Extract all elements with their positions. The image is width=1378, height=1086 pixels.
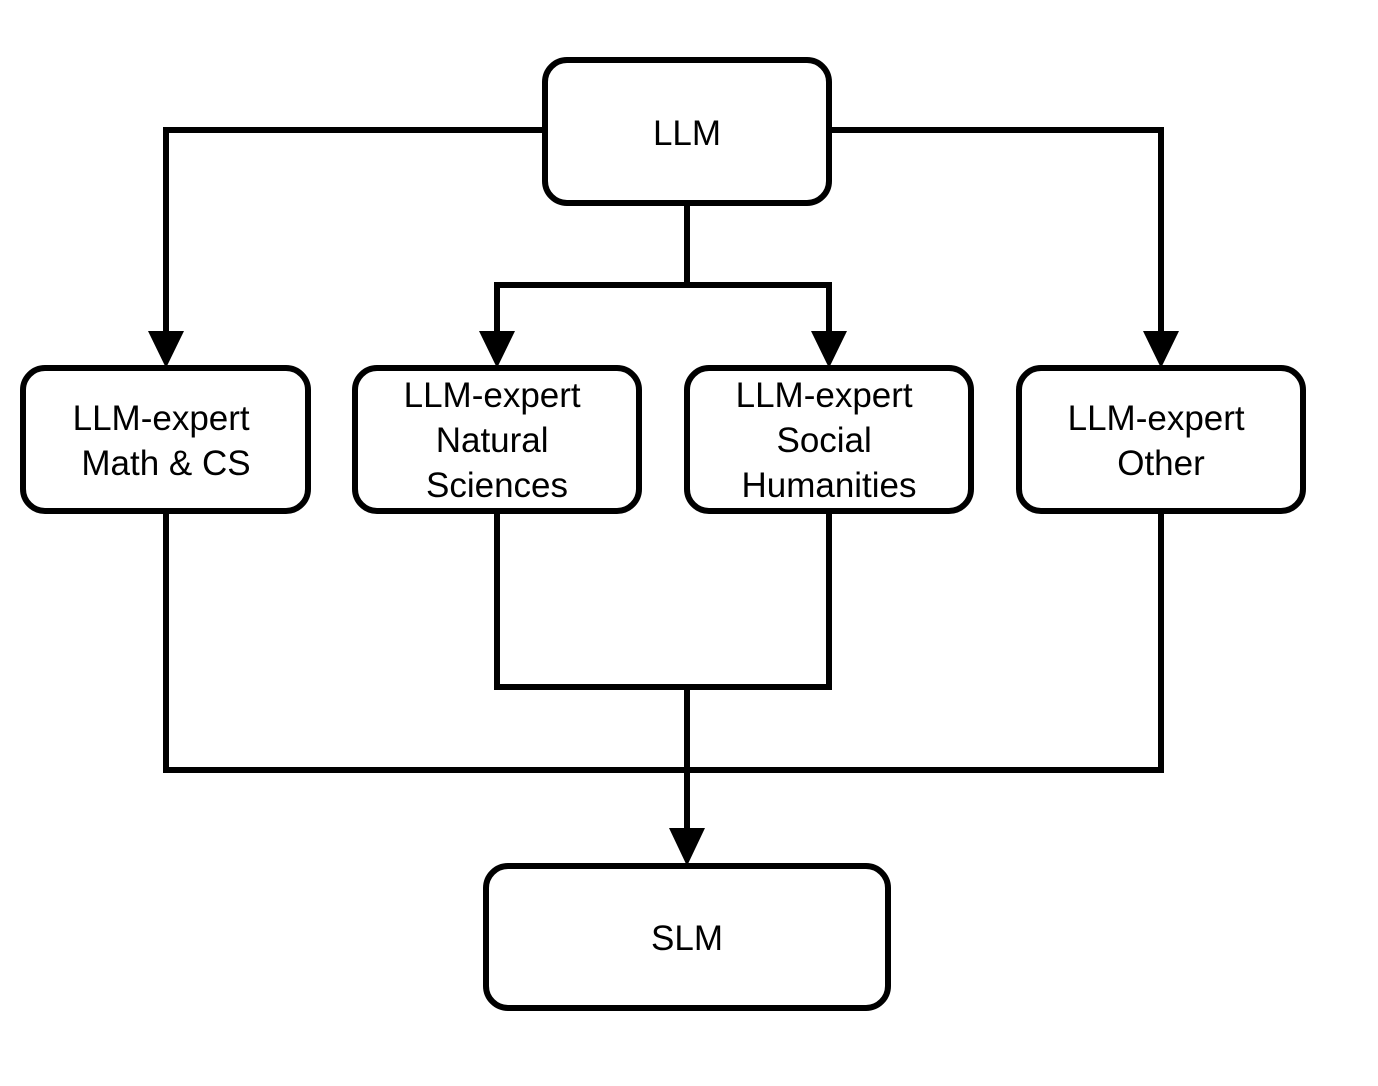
arrowheads	[148, 331, 1179, 866]
arrowhead-other	[1143, 331, 1179, 368]
arrowhead-math-cs	[148, 331, 184, 368]
node-llm-box	[542, 57, 832, 206]
node-social-humanities-label: LLM-expert Social Humanities	[736, 376, 923, 505]
edge-llm-to-social-humanities	[687, 282, 832, 338]
edge-llm-to-natural-sciences	[494, 282, 687, 338]
node-math-cs-label: LLM-expert Math & CS	[73, 399, 260, 483]
node-social-humanities: LLM-expert Social Humanities	[684, 365, 974, 514]
node-social-humanities-box	[684, 365, 974, 514]
node-llm: LLM	[542, 57, 832, 206]
edge-llm-to-math-cs	[163, 127, 545, 338]
node-math-cs-box	[20, 365, 311, 514]
node-natural-sciences: LLM-expert Natural Sciences	[352, 365, 642, 514]
node-slm: SLM	[483, 863, 891, 1011]
node-other: LLM-expert Other	[1016, 365, 1306, 514]
node-natural-sciences-label: LLM-expert Natural Sciences	[404, 376, 591, 505]
edge-other-to-merge	[687, 511, 1164, 773]
arrowhead-natural-sciences	[479, 331, 515, 368]
node-slm-box	[483, 863, 891, 1011]
edge-math-cs-to-merge	[163, 511, 687, 773]
arrowhead-social-humanities	[811, 331, 847, 368]
edge-natural-social-merge	[494, 511, 832, 690]
node-math-cs: LLM-expert Math & CS	[20, 365, 311, 514]
edges-llm-to-experts	[163, 127, 1164, 338]
arrowhead-slm	[669, 828, 705, 866]
node-natural-sciences-box	[352, 365, 642, 514]
edge-llm-to-other	[829, 127, 1164, 338]
node-llm-label: LLM	[653, 114, 721, 153]
edges-experts-to-slm	[163, 511, 1164, 835]
node-slm-label: SLM	[651, 919, 723, 958]
node-other-label: LLM-expert Other	[1068, 399, 1255, 483]
node-other-box	[1016, 365, 1306, 514]
